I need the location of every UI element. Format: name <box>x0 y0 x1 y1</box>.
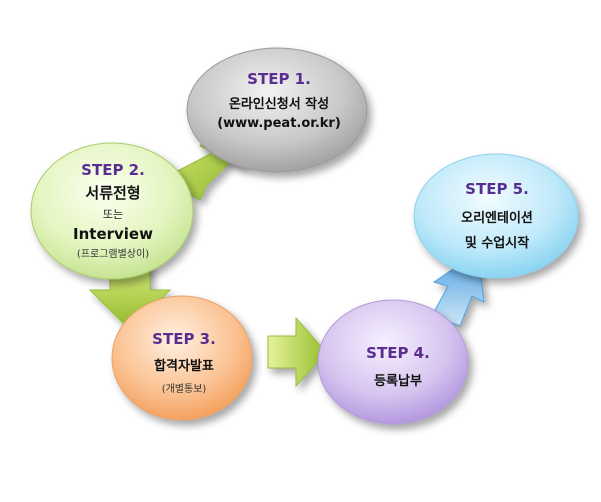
step2-label: STEP 2. <box>81 161 145 179</box>
step1-title: 온라인신청서 작성 <box>229 96 329 112</box>
step2-note: (프로그램별상이) <box>77 248 149 260</box>
step3-title: 합격자발표 <box>154 358 214 374</box>
step3-note: (개별통보) <box>162 383 207 395</box>
step4-label: STEP 4. <box>366 344 430 362</box>
step1-node: STEP 1. 온라인신청서 작성 (www.peat.or.kr) <box>186 47 368 173</box>
step5-node: STEP 5. 오리엔테이션 및 수업시작 <box>413 153 579 279</box>
step4-node: STEP 4. 등록납부 <box>317 299 469 425</box>
step1-label: STEP 1. <box>247 70 311 88</box>
step2-node: STEP 2. 서류전형 또는 Interview (프로그램별상이) <box>30 142 194 280</box>
step4-title: 등록납부 <box>374 374 422 389</box>
step2-title: 서류전형 <box>85 184 140 202</box>
step5-title: 오리엔테이션 <box>461 210 533 226</box>
step3-label: STEP 3. <box>152 330 216 348</box>
step5-subtitle: 및 수업시작 <box>465 235 529 251</box>
arrow-step3-to-step4 <box>267 316 327 388</box>
step1-url: (www.peat.or.kr) <box>217 116 341 131</box>
step2-or: 또는 <box>103 208 123 221</box>
step5-label: STEP 5. <box>465 180 529 198</box>
step3-node: STEP 3. 합격자발표 (개별통보) <box>111 295 253 421</box>
step2-interview: Interview <box>73 225 153 243</box>
